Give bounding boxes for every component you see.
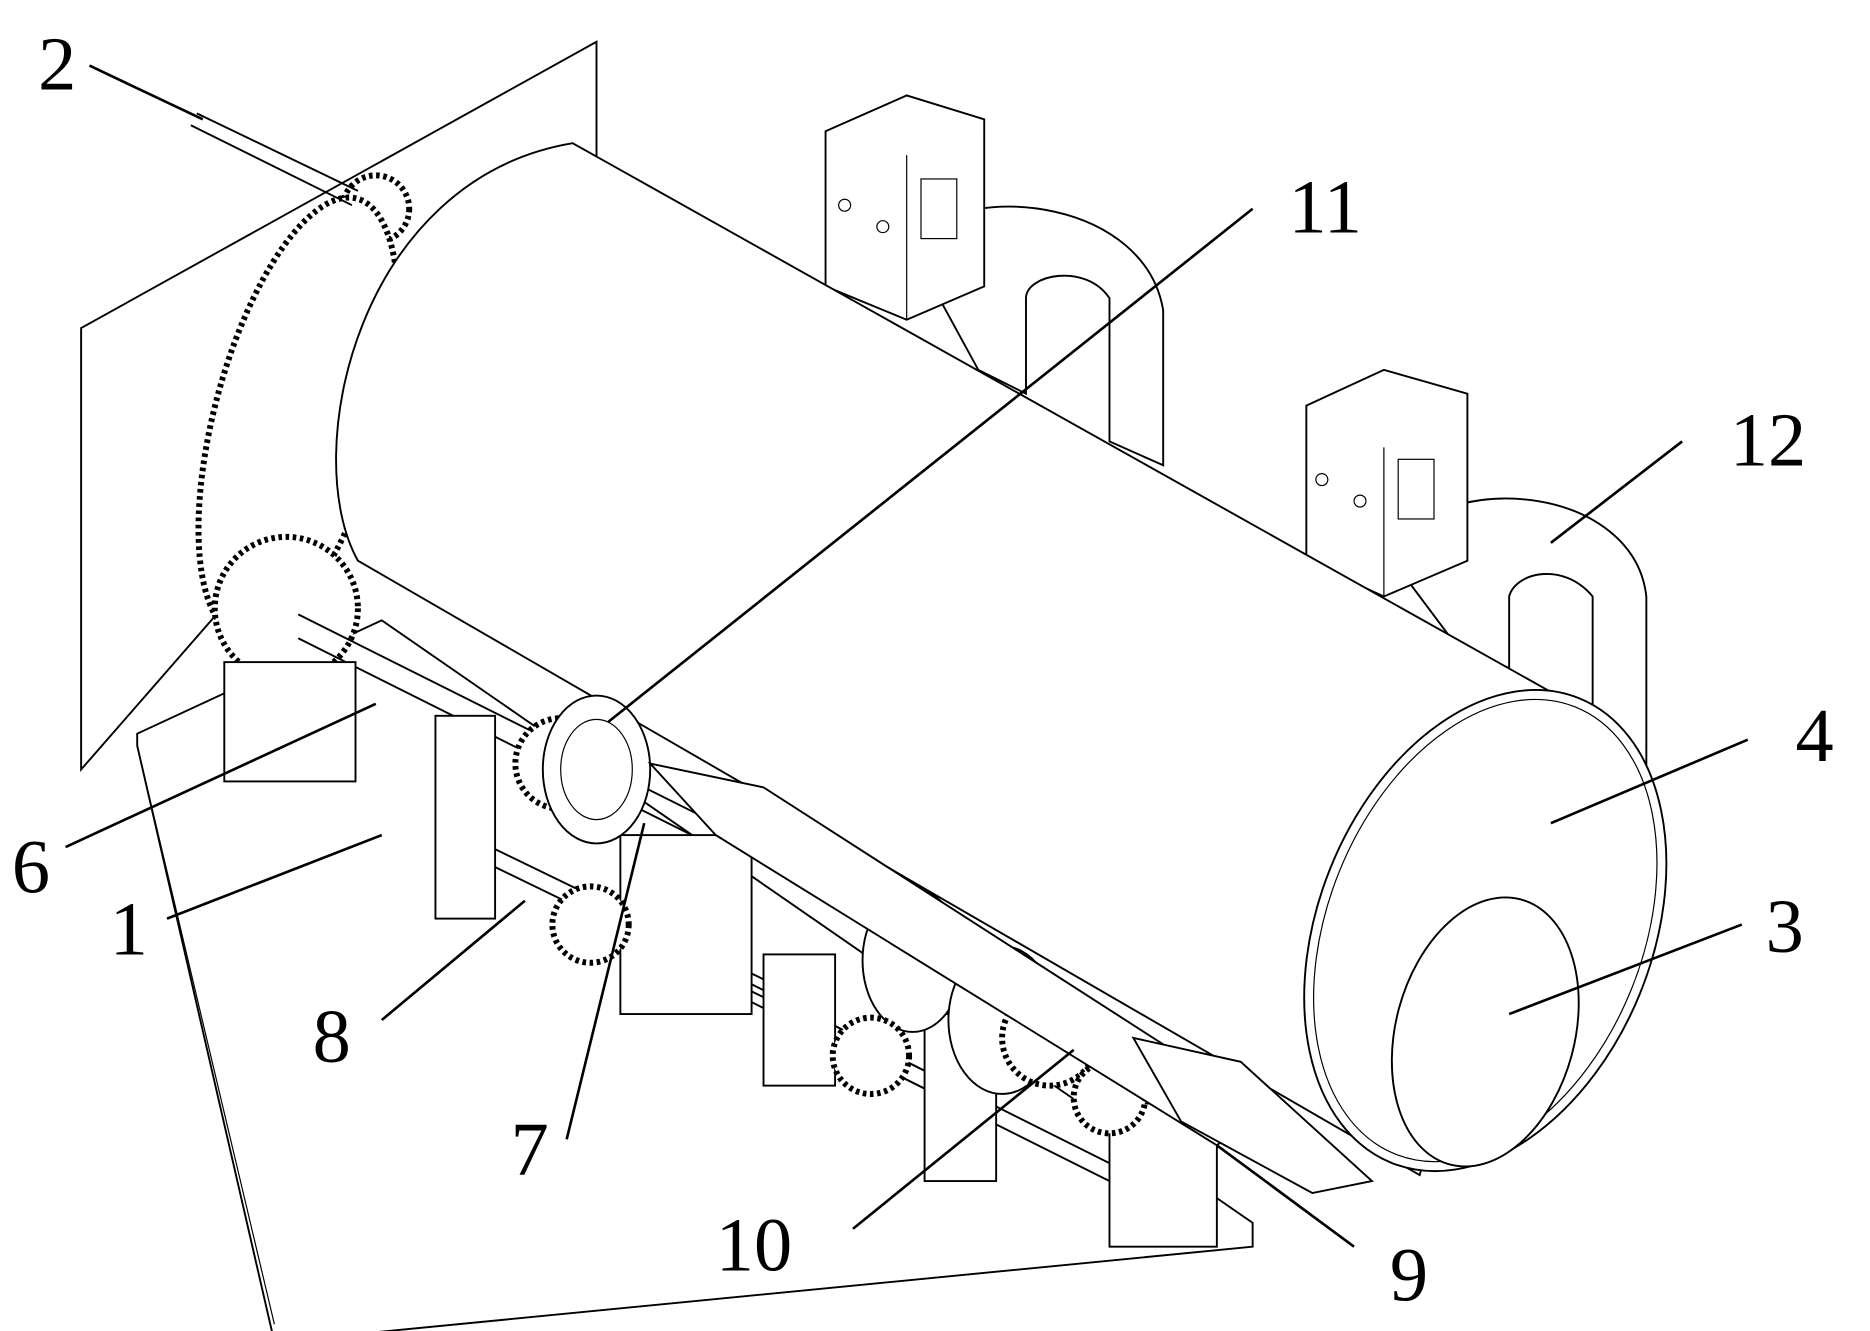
gear-8 — [549, 883, 632, 966]
label-11: 11 — [1288, 165, 1362, 250]
roller-11 — [541, 694, 652, 845]
gear-mid — [829, 1014, 913, 1097]
label-10: 10 — [716, 1203, 792, 1288]
lower-gear — [211, 533, 361, 683]
label-3: 3 — [1766, 884, 1804, 969]
label-4: 4 — [1795, 693, 1833, 778]
inner-drum — [1390, 896, 1580, 1168]
label-8: 8 — [313, 994, 351, 1079]
outer-drum — [335, 142, 1553, 1177]
label-12: 12 — [1730, 397, 1806, 482]
label-9: 9 — [1390, 1232, 1428, 1317]
label-7: 7 — [511, 1107, 549, 1192]
clamp-arm-rear — [1131, 1036, 1374, 1195]
label-1: 1 — [110, 886, 148, 971]
leader-lines — [65, 64, 1749, 1248]
label-2: 2 — [38, 21, 76, 106]
input-shaft — [196, 112, 359, 192]
support-frame-rear — [824, 94, 1165, 467]
bearing-pedestals — [223, 661, 1218, 1248]
label-6: 6 — [12, 824, 50, 909]
support-frame-front — [1305, 368, 1648, 765]
